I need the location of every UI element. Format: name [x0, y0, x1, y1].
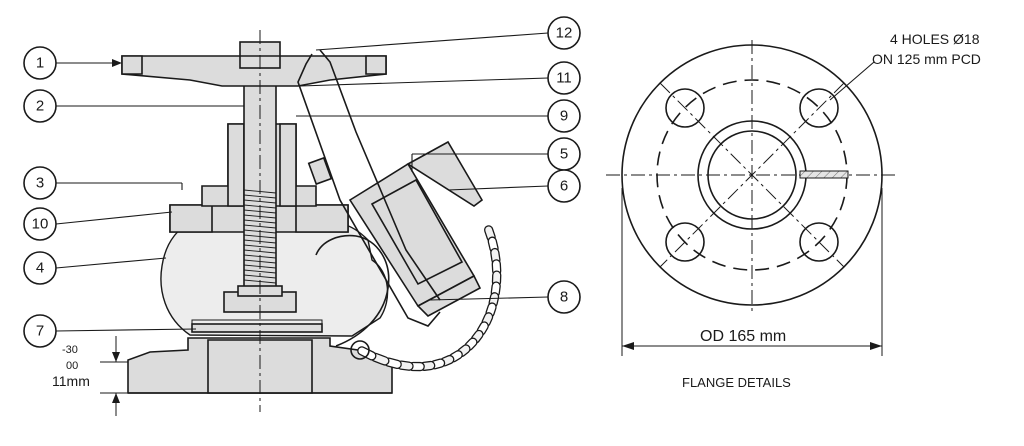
cap-holder-bar	[297, 49, 441, 327]
callout-leaders	[55, 32, 549, 332]
callout-5: 5	[547, 137, 581, 171]
handwheel	[121, 41, 387, 87]
svg-text:4: 4	[36, 260, 44, 277]
bolt-hole-bottom-right	[799, 222, 839, 262]
svg-text:6: 6	[560, 178, 568, 195]
callout-2: 2	[23, 89, 57, 123]
bolt-hole-bottom-left	[665, 222, 705, 262]
svg-text:7: 7	[36, 323, 44, 340]
thread-line	[243, 224, 277, 229]
thread-line	[243, 199, 277, 204]
svg-text:1: 1	[36, 55, 44, 72]
svg-text:12: 12	[556, 25, 573, 42]
base-dimension: -30 00 11mm	[52, 336, 128, 416]
outlet-coupling	[348, 140, 484, 317]
thread-line	[243, 244, 277, 249]
thread-line	[243, 269, 277, 274]
callout-9: 9	[547, 99, 581, 133]
callouts: 1 2 3 10 4 7 12 11	[23, 16, 581, 348]
callout-11: 11	[547, 61, 581, 95]
thread-line	[243, 249, 277, 254]
cap-chain	[350, 225, 502, 372]
dimension-value: 11mm	[52, 373, 90, 389]
chain-ring	[350, 340, 370, 360]
svg-text:3: 3	[36, 175, 44, 192]
thread-line	[243, 194, 277, 199]
svg-text:11: 11	[556, 70, 572, 87]
svg-text:10: 10	[32, 216, 49, 233]
holes-note-line2: ON 125 mm PCD	[872, 51, 981, 67]
thread-line	[243, 219, 277, 224]
bolt-hole-top-left	[665, 88, 705, 128]
od-label: OD 165 mm	[700, 328, 786, 345]
callout-6: 6	[547, 169, 581, 203]
holes-note-line1: 4 HOLES Ø18	[890, 31, 980, 47]
flange-details: OD 165 mm 4 HOLES Ø18 ON 125 mm PCD FLAN…	[606, 31, 981, 390]
callout-3: 3	[23, 166, 57, 200]
svg-text:8: 8	[560, 289, 568, 306]
thread-line	[243, 274, 277, 279]
callout-12: 12	[547, 16, 581, 50]
flange-caption: FLANGE DETAILS	[682, 375, 791, 390]
bolt-hole-top-right	[799, 88, 839, 128]
svg-text:9: 9	[560, 108, 568, 125]
callout-4: 4	[23, 251, 57, 285]
callout-1: 1	[23, 46, 57, 80]
callout-7: 7	[23, 314, 57, 348]
valve-section-view: -30 00 11mm	[52, 30, 502, 416]
callout-8: 8	[547, 280, 581, 314]
tolerance-lower: 00	[66, 360, 78, 372]
tolerance-upper: -30	[62, 344, 78, 356]
callout-10: 10	[23, 207, 57, 241]
svg-text:5: 5	[560, 146, 568, 163]
svg-text:2: 2	[36, 98, 44, 115]
